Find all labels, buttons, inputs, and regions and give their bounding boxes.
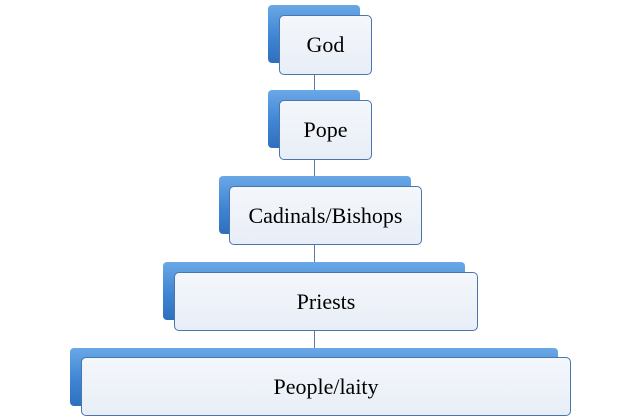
level-box: People/laity <box>81 357 571 416</box>
level-box: God <box>279 15 372 75</box>
level-label: Cadinals/Bishops <box>248 202 403 228</box>
connector-line <box>314 159 315 186</box>
level-label: Pope <box>303 117 348 142</box>
level-label: People/laity <box>273 373 379 399</box>
level-label: God <box>306 32 345 57</box>
connector-line <box>314 331 315 357</box>
connector-line <box>314 244 315 272</box>
level-box: Priests <box>174 272 478 331</box>
connector-line <box>314 74 315 100</box>
level-box: Cadinals/Bishops <box>229 186 422 245</box>
level-label: Priests <box>296 288 356 314</box>
level-box: Pope <box>279 100 372 160</box>
